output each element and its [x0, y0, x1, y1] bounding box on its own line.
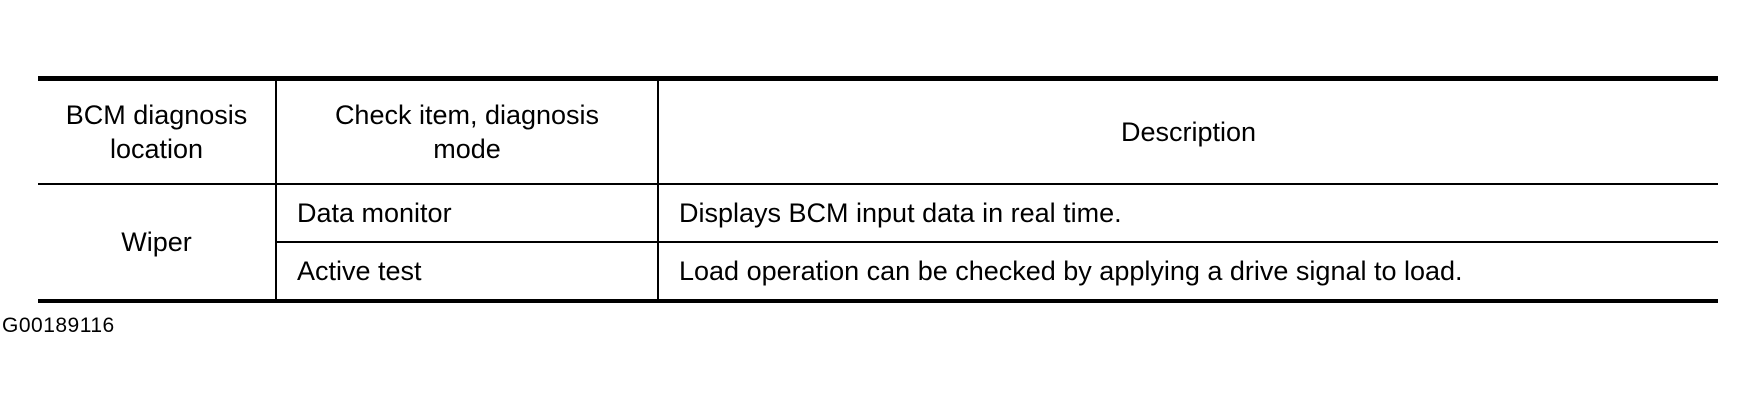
table-header-row: BCM diagnosis location Check item, diagn… [38, 78, 1718, 185]
table-row: Wiper Data monitor Displays BCM input da… [38, 184, 1718, 302]
header-label: Check item, diagnosis mode [334, 100, 600, 164]
header-description: Description [657, 78, 1718, 185]
check-item-cell: Data monitor [275, 184, 659, 243]
description-cell: Displays BCM input data in real time. [657, 184, 1718, 243]
header-label: Description [1120, 117, 1257, 147]
header-bcm-diagnosis-location: BCM diagnosis location [38, 78, 277, 185]
description-cell: Load operation can be checked by applyin… [657, 242, 1718, 301]
figure-id: G00189116 [2, 314, 115, 337]
bcm-diagnosis-table: BCM diagnosis location Check item, diagn… [38, 76, 1718, 303]
check-item-cell: Active test [276, 242, 659, 301]
location-cell: Wiper [38, 184, 277, 302]
header-label: BCM diagnosis location [65, 100, 248, 164]
header-check-item: Check item, diagnosis mode [275, 78, 659, 185]
table-row: Active test Load operation can be checke… [38, 242, 1718, 301]
